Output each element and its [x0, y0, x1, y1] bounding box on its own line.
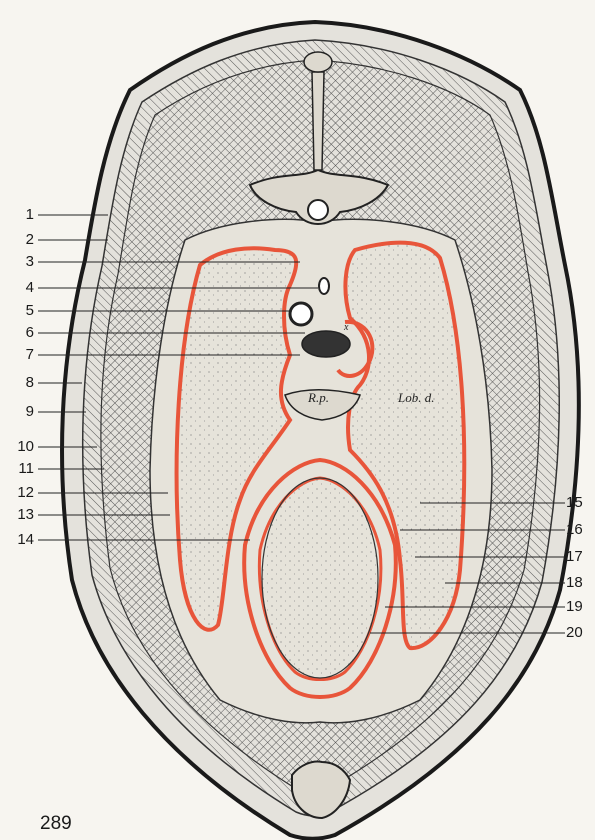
trachea [290, 303, 312, 325]
label-16: 16 [566, 522, 595, 537]
label-3: 3 [8, 254, 34, 269]
label-9: 9 [8, 404, 34, 419]
label-18: 18 [566, 575, 595, 590]
label-2: 2 [8, 232, 34, 247]
label-17: 17 [566, 549, 595, 564]
label-8: 8 [8, 375, 34, 390]
label-1: 1 [8, 207, 34, 222]
label-11: 11 [8, 461, 34, 476]
esophagus [319, 278, 329, 294]
label-20: 20 [566, 625, 595, 640]
annotation-x: x [343, 322, 349, 333]
label-15: 15 [566, 495, 595, 510]
label-13: 13 [8, 507, 34, 522]
label-14: 14 [8, 532, 34, 547]
heart [262, 478, 378, 678]
label-4: 4 [8, 280, 34, 295]
label-12: 12 [8, 485, 34, 500]
aorta [302, 331, 350, 357]
label-5: 5 [8, 303, 34, 318]
label-19: 19 [566, 599, 595, 614]
annotation-rp: R.p. [307, 390, 329, 405]
page-number: 289 [40, 813, 72, 835]
annotation-lobd: Lob. d. [397, 390, 434, 405]
label-10: 10 [8, 439, 34, 454]
label-7: 7 [8, 347, 34, 362]
label-6: 6 [8, 325, 34, 340]
